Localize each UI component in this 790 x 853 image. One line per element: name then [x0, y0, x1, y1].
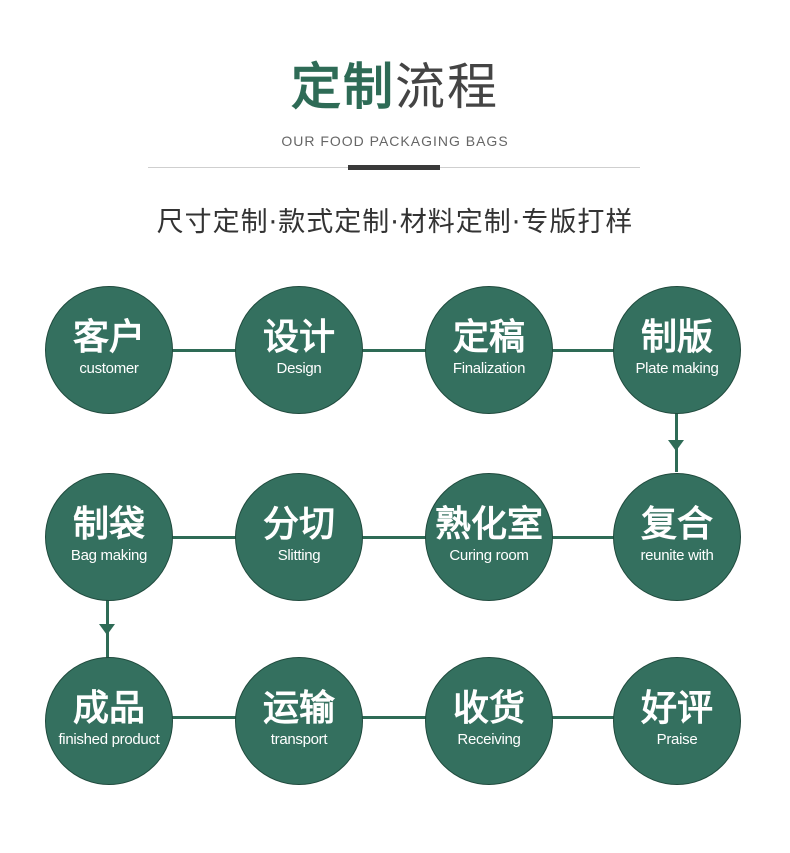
step-finalization: 定稿 Finalization: [425, 286, 553, 414]
step-label-en: Finalization: [452, 360, 526, 377]
step-label-en: Curing room: [449, 547, 529, 564]
step-label-zh: 运输: [262, 688, 335, 729]
step-label-en: Plate making: [635, 360, 719, 377]
step-label-zh: 制袋: [72, 504, 145, 545]
step-label-zh: 熟化室: [434, 504, 543, 545]
step-finished-product: 成品 finished product: [45, 657, 173, 785]
arrow-down-icon: [99, 624, 115, 635]
step-label-en: reunite with: [640, 547, 714, 564]
step-label-zh: 分切: [262, 504, 335, 545]
step-label-zh: 客户: [72, 317, 145, 358]
step-label-en: Slitting: [277, 547, 321, 564]
step-label-zh: 成品: [72, 688, 145, 729]
step-label-zh: 收货: [452, 688, 525, 729]
step-transport: 运输 transport: [235, 657, 363, 785]
step-label-zh: 设计: [262, 317, 335, 358]
connector: [550, 716, 626, 719]
connector: [550, 349, 626, 352]
connector: [360, 716, 436, 719]
step-slitting: 分切 Slitting: [235, 473, 363, 601]
connector: [170, 716, 246, 719]
tagline: 尺寸定制·款式定制·材料定制·专版打样: [156, 207, 634, 238]
connector: [360, 349, 436, 352]
step-label-zh: 制版: [640, 317, 713, 358]
step-curing-room: 熟化室 Curing room: [425, 473, 553, 601]
connector: [170, 536, 246, 539]
title-bold: 定制: [291, 58, 395, 116]
step-label-zh: 定稿: [452, 317, 525, 358]
step-label-en: Design: [276, 360, 322, 377]
step-label-en: finished product: [58, 731, 160, 748]
page-title: 定制流程: [0, 52, 790, 122]
connector: [550, 536, 626, 539]
title-light: 流程: [395, 58, 499, 116]
step-label-en: Bag making: [70, 547, 148, 564]
step-reunite: 复合 reunite with: [613, 473, 741, 601]
step-design: 设计 Design: [235, 286, 363, 414]
step-label-zh: 复合: [640, 504, 713, 545]
arrow-down-icon: [668, 440, 684, 451]
connector: [170, 349, 246, 352]
step-label-en: customer: [79, 360, 139, 377]
divider-accent: [348, 165, 440, 170]
step-receiving: 收货 Receiving: [425, 657, 553, 785]
step-label-en: transport: [270, 731, 328, 748]
step-bag-making: 制袋 Bag making: [45, 473, 173, 601]
step-praise: 好评 Praise: [613, 657, 741, 785]
page-subtitle: OUR FOOD PACKAGING BAGS: [281, 133, 509, 149]
step-label-en: Receiving: [457, 731, 521, 748]
step-plate-making: 制版 Plate making: [613, 286, 741, 414]
step-label-en: Praise: [656, 731, 698, 748]
connector: [360, 536, 436, 539]
step-label-zh: 好评: [640, 688, 713, 729]
step-customer: 客户 customer: [45, 286, 173, 414]
